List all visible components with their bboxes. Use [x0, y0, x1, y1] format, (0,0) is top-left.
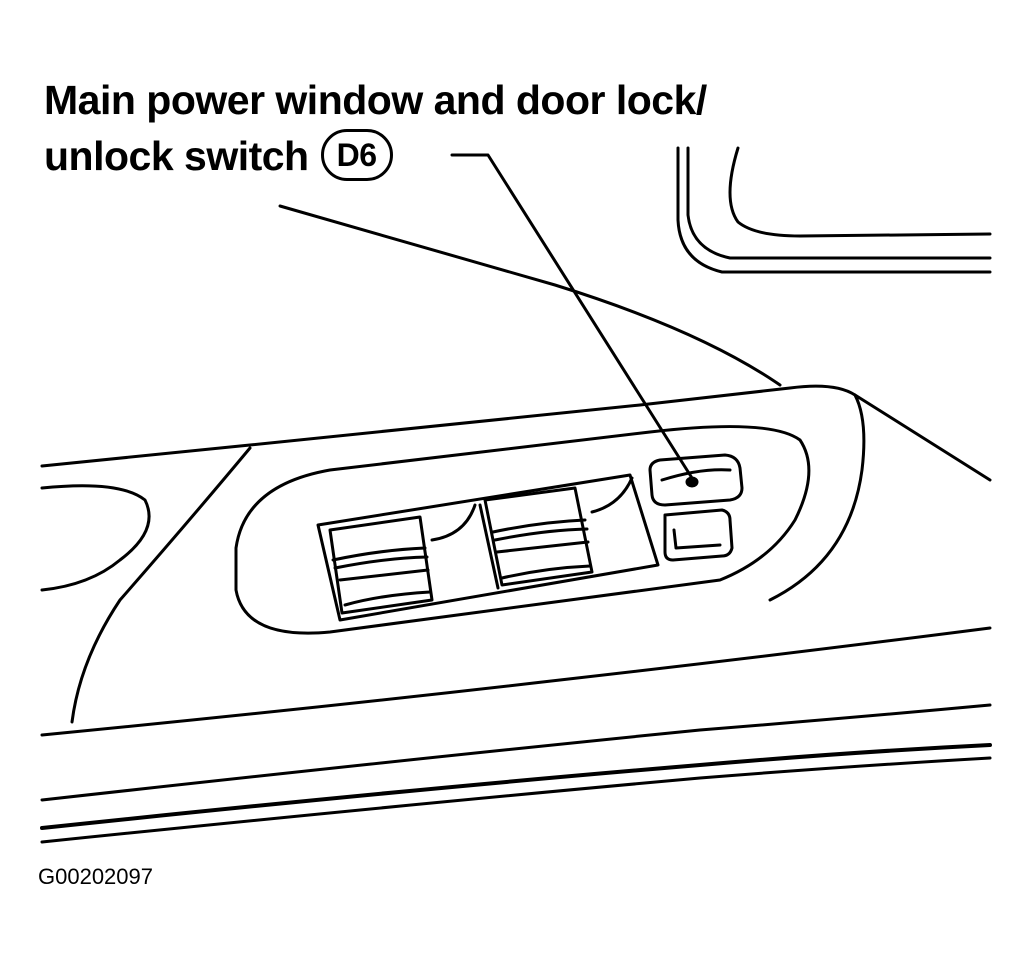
door-trim-line-3 — [40, 756, 992, 844]
door-trim-line-1 — [40, 703, 992, 802]
connector-callout-badge: D6 — [320, 129, 393, 181]
window-lock-button — [663, 508, 734, 562]
component-caption: Main power window and door lock/ unlock … — [44, 72, 707, 184]
door-lock-switch — [648, 453, 744, 507]
switch-panel-base — [316, 473, 660, 622]
door-panel-upper-line — [278, 204, 782, 387]
caption-line-2-text: unlock switch — [44, 133, 309, 179]
window-switch-front-right — [478, 486, 594, 590]
door-panel-right-edge — [853, 393, 992, 482]
window-switch-front-left — [328, 515, 434, 615]
armrest-lower-edge — [40, 626, 992, 737]
door-trim-line-2 — [40, 743, 992, 830]
armrest-left-pocket — [40, 484, 151, 592]
switch-divider-right — [590, 476, 634, 514]
armrest-left-curve — [70, 446, 252, 724]
figure-id: G00202097 — [38, 864, 153, 889]
callout-leader-line — [450, 153, 694, 480]
caption-line-1: Main power window and door lock/ — [44, 77, 707, 123]
window-frame — [676, 146, 992, 274]
armrest-top-edge — [40, 384, 866, 602]
switch-divider-left — [430, 503, 477, 542]
switch-bezel-outer — [234, 425, 811, 635]
